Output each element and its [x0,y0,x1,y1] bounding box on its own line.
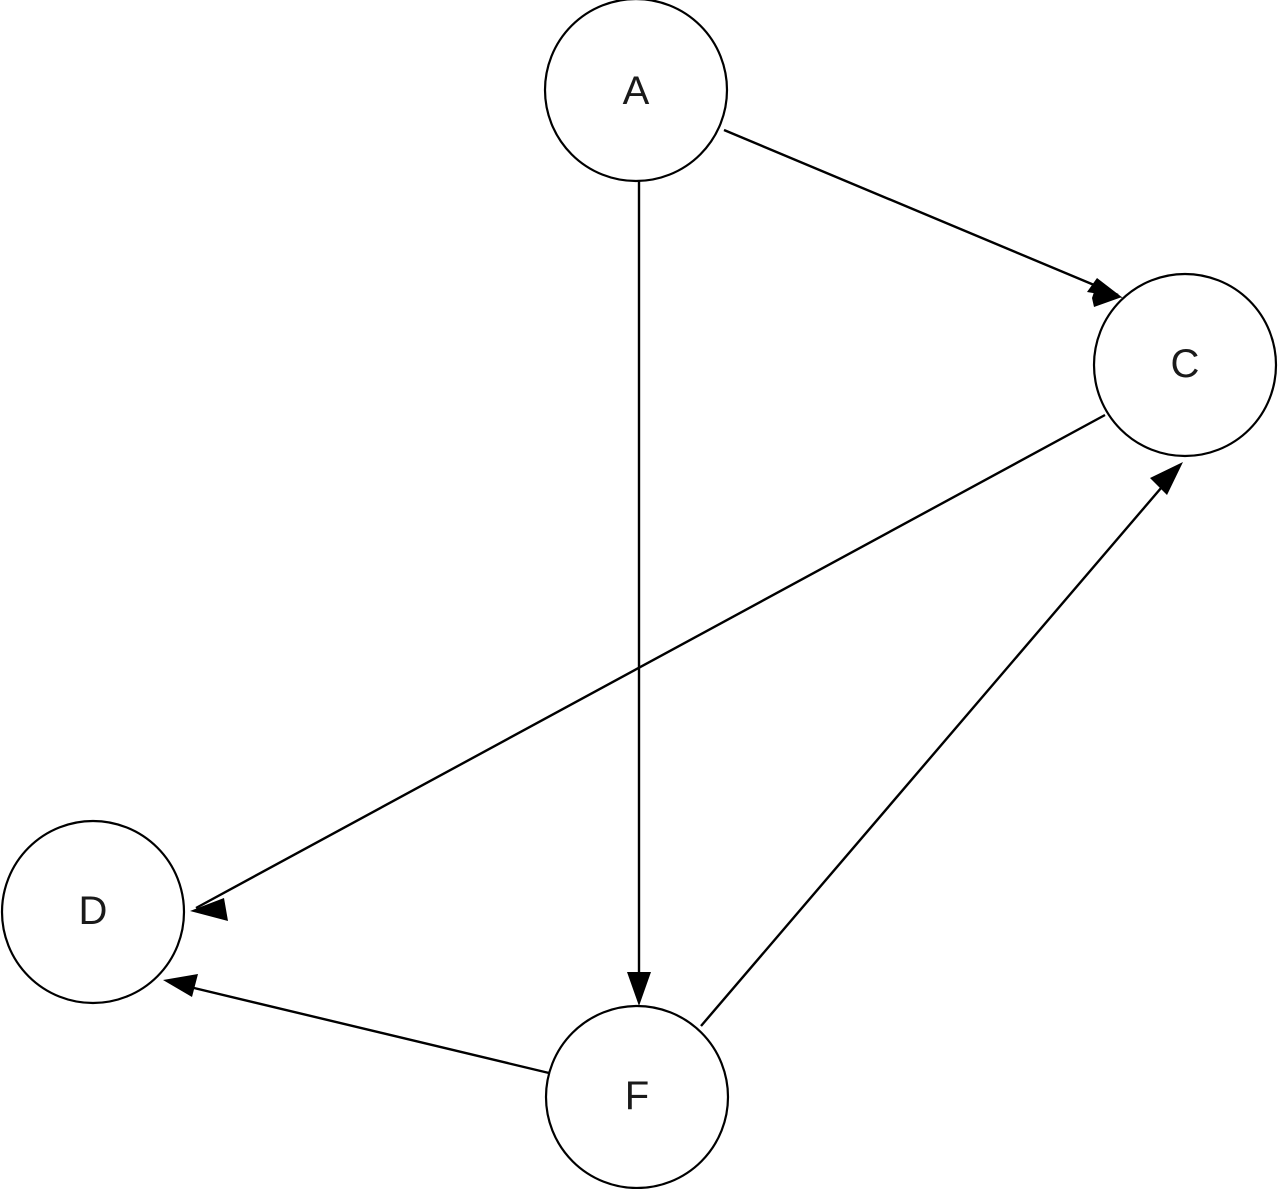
node-f[interactable]: F [544,1004,730,1189]
edge-a-to-c[interactable] [723,128,1123,307]
edge-f-to-d-line [168,980,550,1075]
node-d-circle[interactable] [0,819,186,1005]
edge-f-to-c-line [700,466,1180,1027]
edge-c-to-d[interactable] [190,413,1106,921]
node-a-circle[interactable] [543,0,729,183]
arrowhead-into-c-from-a-solid [1087,278,1123,298]
node-a[interactable]: A [543,0,729,183]
arrowhead-into-d-from-c [190,898,228,921]
edge-c-to-d-line [195,413,1106,910]
edge-f-to-c[interactable] [700,462,1183,1027]
arrowhead-into-d-from-f [163,974,198,997]
node-c-circle[interactable] [1092,272,1278,458]
node-c[interactable]: C [1092,272,1278,458]
arrowhead-into-c-from-f [1150,462,1183,495]
arrowhead-into-f-from-a [627,972,651,1006]
edges-layer [163,128,1183,1075]
edge-a-to-f[interactable] [627,181,651,1006]
edge-a-to-c-line [723,128,1119,297]
node-f-circle[interactable] [544,1004,730,1189]
edge-f-to-d[interactable] [163,974,550,1075]
node-d[interactable]: D [0,819,186,1005]
